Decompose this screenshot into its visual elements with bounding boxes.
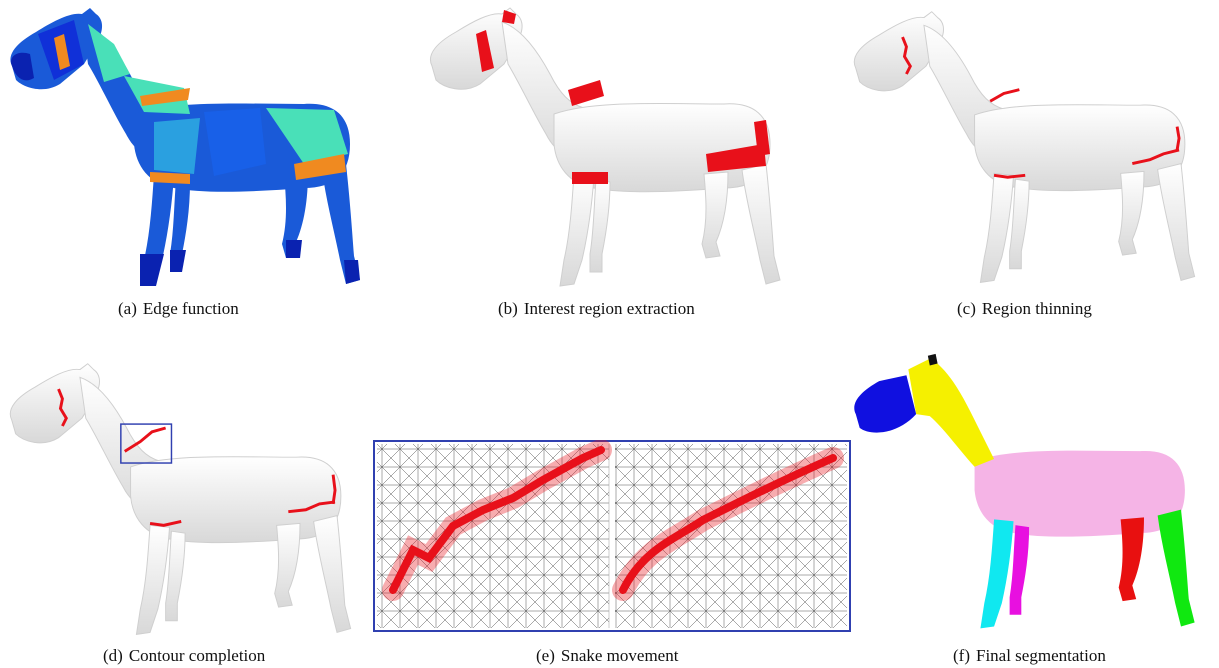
caption-tag: (e) [536,646,555,665]
caption-text: Snake movement [561,646,679,665]
caption-f: (f) Final segmentation [953,646,1106,666]
caption-d: (d) Contour completion [103,646,265,666]
caption-text: Contour completion [129,646,265,665]
caption-c: (c) Region thinning [957,299,1092,319]
panel-f [848,350,1218,640]
horse-contour-completion-render [4,356,374,646]
panel-d [4,356,374,646]
panel-a [4,4,384,294]
horse-final-segmentation-render [848,350,1218,640]
caption-text: Edge function [143,299,239,318]
caption-tag: (c) [957,299,976,318]
caption-tag: (d) [103,646,123,665]
snake-movement-zoom [373,440,851,632]
panel-b [424,4,804,294]
horse-edge-function-render [4,4,384,294]
caption-text: Final segmentation [976,646,1106,665]
caption-tag: (b) [498,299,518,318]
caption-tag: (f) [953,646,970,665]
panel-c [848,4,1218,294]
caption-tag: (a) [118,299,137,318]
caption-text: Region thinning [982,299,1092,318]
caption-e: (e) Snake movement [536,646,678,666]
horse-region-thinning-render [848,4,1218,294]
caption-a: (a) Edge function [118,299,239,319]
horse-interest-region-render [424,4,804,294]
caption-b: (b) Interest region extraction [498,299,695,319]
panel-e [373,440,851,632]
caption-text: Interest region extraction [524,299,695,318]
